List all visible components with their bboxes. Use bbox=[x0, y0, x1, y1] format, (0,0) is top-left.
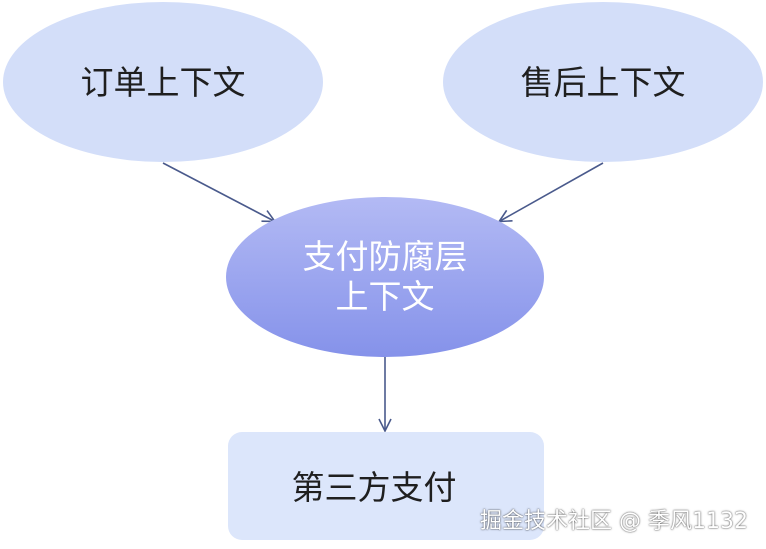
watermark-text: 掘金技术社区 @ 季风1132 bbox=[480, 509, 748, 534]
acl-context-shape bbox=[226, 197, 544, 357]
node-aftersale-context: 售后上下文 bbox=[443, 2, 763, 162]
order-context-shape bbox=[3, 2, 323, 162]
third-party-payment-label: 第三方支付 bbox=[292, 468, 457, 507]
edge-aftersale-to-acl bbox=[500, 162, 604, 221]
aftersale-context-label: 售后上下文 bbox=[521, 63, 686, 102]
node-order-context: 订单上下文 bbox=[3, 2, 323, 162]
acl-context-label-line2: 上下文 bbox=[336, 277, 435, 316]
node-acl-context: 支付防腐层 上下文 bbox=[226, 197, 544, 357]
order-context-label: 订单上下文 bbox=[81, 63, 246, 102]
node-third-party-payment: 第三方支付 bbox=[228, 432, 544, 540]
aftersale-context-shape bbox=[443, 2, 763, 162]
acl-context-label-line1: 支付防腐层 bbox=[303, 237, 468, 276]
edge-order-to-acl bbox=[162, 162, 274, 221]
third-party-payment-shape bbox=[228, 432, 544, 540]
